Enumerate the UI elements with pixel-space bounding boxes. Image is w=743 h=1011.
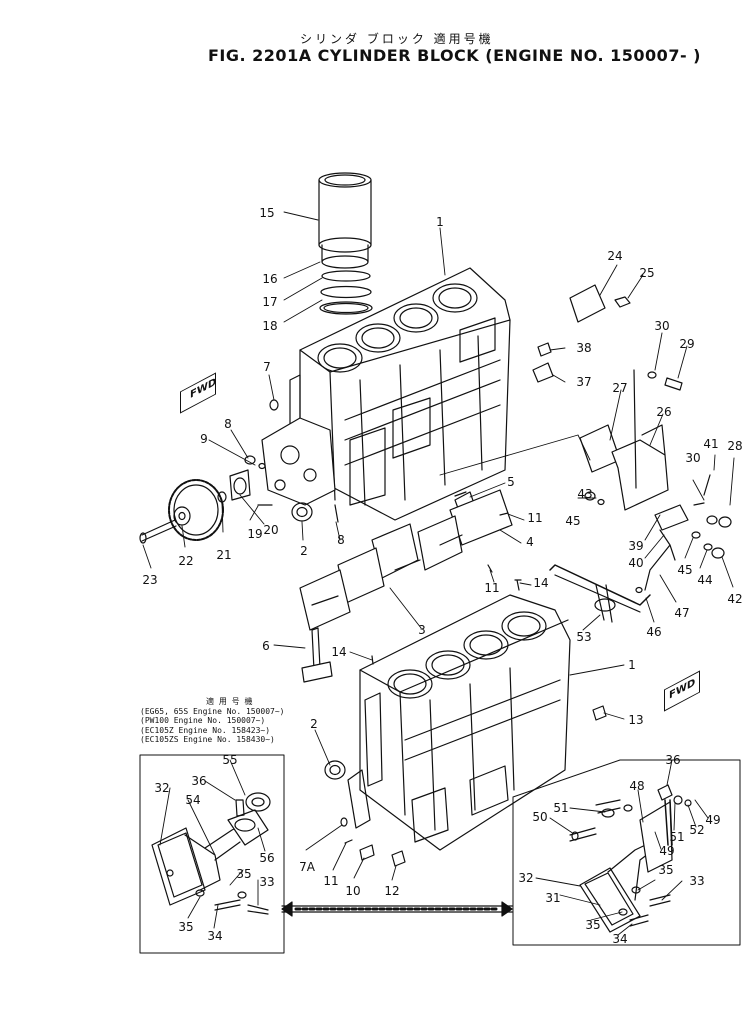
callout: 31 [545,891,561,905]
callout: 51 [669,830,685,844]
callout: 33 [689,874,705,888]
applicability-row: (EG65, 65S Engine No. 150007~) [140,706,285,716]
callout: 53 [576,630,592,644]
callout: 46 [646,625,662,639]
inset-right-parts [569,784,692,933]
callout: 54 [185,793,201,807]
bearing-caps-4 [299,489,513,631]
callout: 43 [577,487,593,501]
callout: 1 [628,658,636,672]
applicability-row: (EC105ZS Engine No. 158430~) [140,735,275,745]
callout: 7 [263,360,271,374]
front-plate [261,417,336,506]
callout: 52 [689,823,705,837]
callout: 20 [263,523,279,537]
callout: 5 [507,475,515,489]
applicability-row: (EC105Z Engine No. 158423~) [140,725,271,735]
lower-cylinder-block [347,594,571,851]
callout: 48 [629,779,645,793]
callout: 2 [300,544,308,558]
callout: 49 [659,844,675,858]
callout: 36 [665,753,681,767]
callout: 33 [259,875,275,889]
callout: 8 [224,417,232,431]
callout: 30 [685,451,701,465]
callout: 19 [247,527,263,541]
callout: 29 [679,337,695,351]
callout: 14 [533,576,549,590]
callout: 15 [259,206,275,220]
callout: 35 [585,918,601,932]
callout: 56 [259,851,275,865]
callout: 45 [565,514,581,528]
callout: 27 [612,381,628,395]
upper-cylinder-block [289,267,511,521]
callout: 44 [697,573,713,587]
callout: 36 [191,774,207,788]
callout: 11 [484,581,500,595]
callout: 1 [436,215,444,229]
callout: 18 [262,319,278,333]
callout: 9 [200,432,208,446]
callout: 26 [656,405,672,419]
callout: 50 [532,810,548,824]
callout: 4 [526,535,534,549]
callout: 55 [222,753,238,767]
callout: 7A [299,860,315,874]
inset-left-parts [151,792,271,915]
callout: 11 [323,874,339,888]
callout: 10 [345,884,361,898]
callout: 8 [337,533,345,547]
figure-title: FIG. 2201A CYLINDER BLOCK (ENGINE NO. 15… [208,46,701,65]
callout: 32 [154,781,170,795]
callout: 3 [418,623,426,637]
callout: 40 [628,556,644,570]
callout: 42 [727,592,743,606]
idler-gear [139,469,251,544]
callout: 22 [178,554,194,568]
callout: 35 [658,863,674,877]
callout: 6 [262,639,270,653]
callout: 30 [654,319,670,333]
leader-lines [142,211,735,936]
callout: 32 [518,871,534,885]
callout: 23 [142,573,158,587]
callout: 38 [576,341,592,355]
callout: 11 [527,511,543,525]
callout: 16 [262,272,278,286]
callout: 41 [703,437,719,451]
callout: 2 [310,717,318,731]
callout: 14 [331,645,347,659]
callout: 25 [639,266,655,280]
callout: 13 [628,713,644,727]
callout: 21 [216,548,232,562]
callout: 45 [677,563,693,577]
callout: 12 [384,884,400,898]
japanese-title: シリンダ ブロック 適用号機 [300,32,494,46]
callout: 39 [628,539,644,553]
callout: 37 [576,375,592,389]
callout: 17 [262,295,278,309]
callout: 34 [612,932,628,946]
applicability-row: (PW100 Engine No. 150007~) [140,716,266,726]
callout: 49 [705,813,721,827]
applicability-note: 適 用 号 機 (EG65, 65S Engine No. 150007~) (… [140,697,285,745]
callout: 28 [727,439,743,453]
callout: 47 [674,606,690,620]
callout: 51 [553,801,569,815]
callout: 34 [207,929,223,943]
callout: 24 [607,249,623,263]
cylinder-liner [318,172,373,315]
callout: 35 [236,867,252,881]
callout: 35 [178,920,194,934]
applicability-header: 適 用 号 機 [206,697,253,706]
